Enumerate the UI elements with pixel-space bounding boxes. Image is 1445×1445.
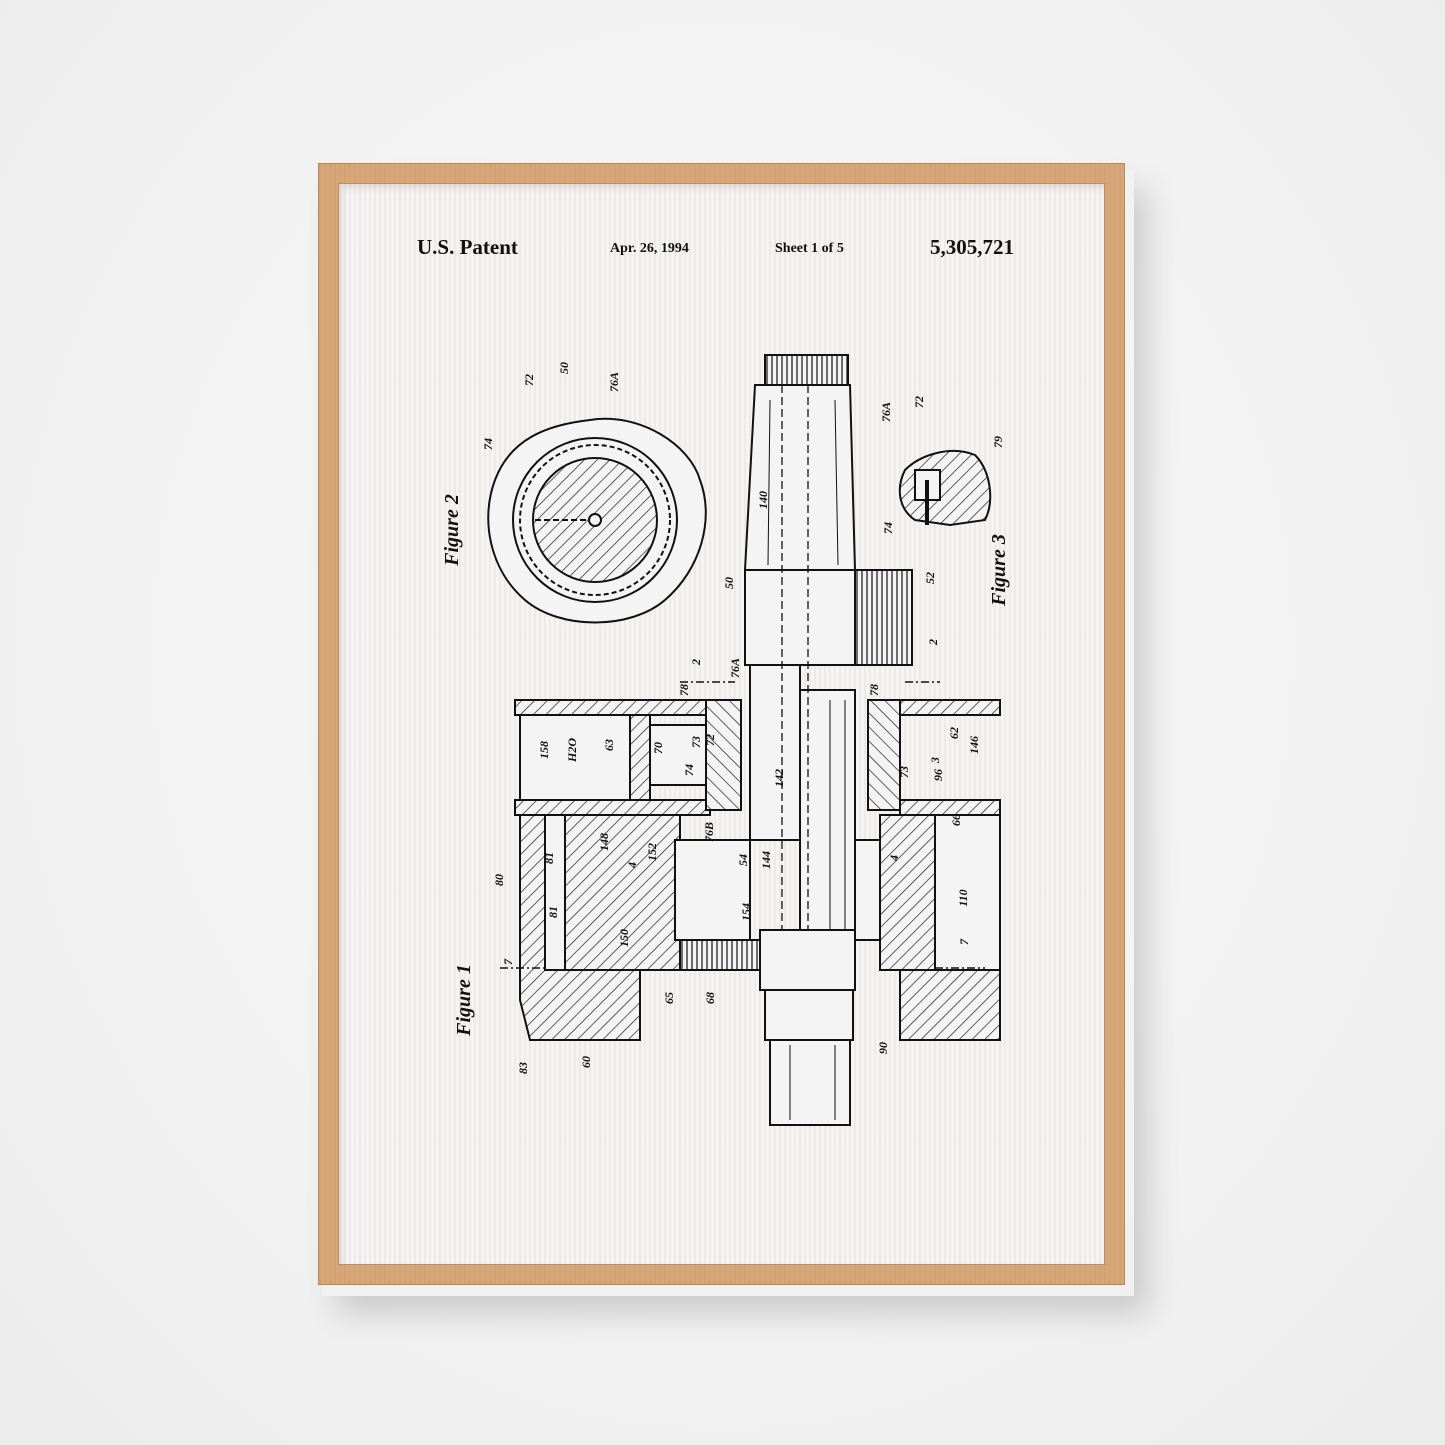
- part-number-label: 74: [682, 764, 696, 776]
- part-number-label: 2: [689, 659, 703, 666]
- part-number-label: 74: [881, 522, 895, 534]
- part-number-label: 90: [876, 1042, 890, 1054]
- part-number-label: 144: [759, 851, 773, 869]
- part-number-label: 81: [546, 906, 560, 918]
- part-number-label: 79: [991, 436, 1005, 448]
- part-number-label: 73: [689, 736, 703, 748]
- part-number-label: 110: [956, 889, 970, 906]
- part-number-label: 62: [947, 727, 961, 739]
- part-number-label: 80: [492, 874, 506, 886]
- part-number-label: 76A: [879, 402, 893, 422]
- part-number-label: H2O: [565, 738, 579, 763]
- patent-sheet: Sheet 1 of 5: [775, 241, 844, 256]
- part-number-label: 146: [967, 736, 981, 754]
- figure-2-drawing: [487, 417, 707, 624]
- part-number-label: 3: [928, 757, 942, 764]
- part-number-label: 60: [579, 1056, 593, 1068]
- part-number-label: 78: [867, 684, 881, 696]
- part-number-label: 73: [897, 766, 911, 778]
- part-number-label: 142: [772, 769, 786, 787]
- part-number-label: 70: [651, 742, 665, 754]
- part-number-label: 50: [722, 577, 736, 589]
- part-number-label: 72: [912, 396, 926, 408]
- part-number-label: 76A: [728, 658, 742, 678]
- part-number-label: 4: [625, 862, 639, 869]
- part-number-label: 7: [501, 958, 515, 965]
- part-number-label: 74: [481, 438, 495, 450]
- part-number-label: 2: [926, 639, 940, 646]
- part-number-label: 72: [703, 734, 717, 746]
- patent-number: 5,305,721: [930, 235, 1014, 259]
- patent-date: Apr. 26, 1994: [610, 241, 689, 256]
- patent-title: U.S. Patent: [417, 235, 518, 259]
- figure-1-drawing: [500, 354, 1001, 1126]
- part-number-label: 4: [887, 855, 901, 862]
- part-number-label: 96: [931, 769, 945, 781]
- figure-label: Figure 1: [453, 964, 475, 1037]
- part-number-label: 78: [677, 684, 691, 696]
- part-number-label: 66: [949, 814, 963, 826]
- figure-label: Figure 2: [441, 494, 463, 567]
- part-number-label: 54: [736, 854, 750, 866]
- part-number-label: 154: [739, 903, 753, 921]
- part-number-label: 72: [522, 374, 536, 386]
- part-number-label: 140: [756, 491, 770, 509]
- part-number-label: 81: [542, 852, 556, 864]
- figure-label: Figure 3: [988, 534, 1010, 607]
- part-number-label: 150: [617, 929, 631, 947]
- part-number-label: 158: [537, 741, 551, 759]
- part-number-label: 152: [645, 843, 659, 861]
- part-number-label: 148: [597, 833, 611, 851]
- part-number-label: 76A: [607, 372, 621, 392]
- part-number-label: 50: [557, 362, 571, 374]
- part-number-label: 68: [703, 992, 717, 1004]
- part-number-label: 65: [662, 992, 676, 1004]
- part-number-label: 52: [923, 572, 937, 584]
- part-number-label: 76B: [702, 822, 716, 842]
- figure-3-drawing: [898, 450, 992, 527]
- part-number-label: 63: [602, 739, 616, 751]
- part-number-label: 7: [957, 938, 971, 945]
- part-number-label: 83: [516, 1062, 530, 1074]
